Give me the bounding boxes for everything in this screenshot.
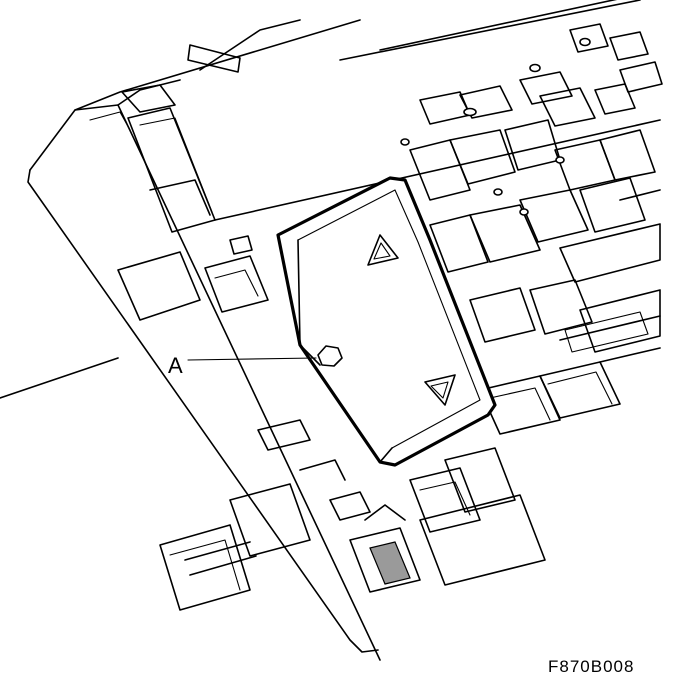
right-modules [214, 0, 663, 435]
down-arrow-icon [424, 374, 456, 406]
rivets [400, 37, 591, 216]
window-switch [276, 176, 497, 467]
callout-a-leader [187, 357, 317, 361]
locking-tab-a [317, 345, 343, 367]
up-arrow-icon [367, 234, 399, 266]
console-housing [0, 19, 381, 661]
callout-a: A [168, 353, 183, 378]
figure-code: F870B008 [548, 657, 634, 676]
upper-clip [117, 19, 301, 321]
lower-connectors [159, 419, 546, 611]
